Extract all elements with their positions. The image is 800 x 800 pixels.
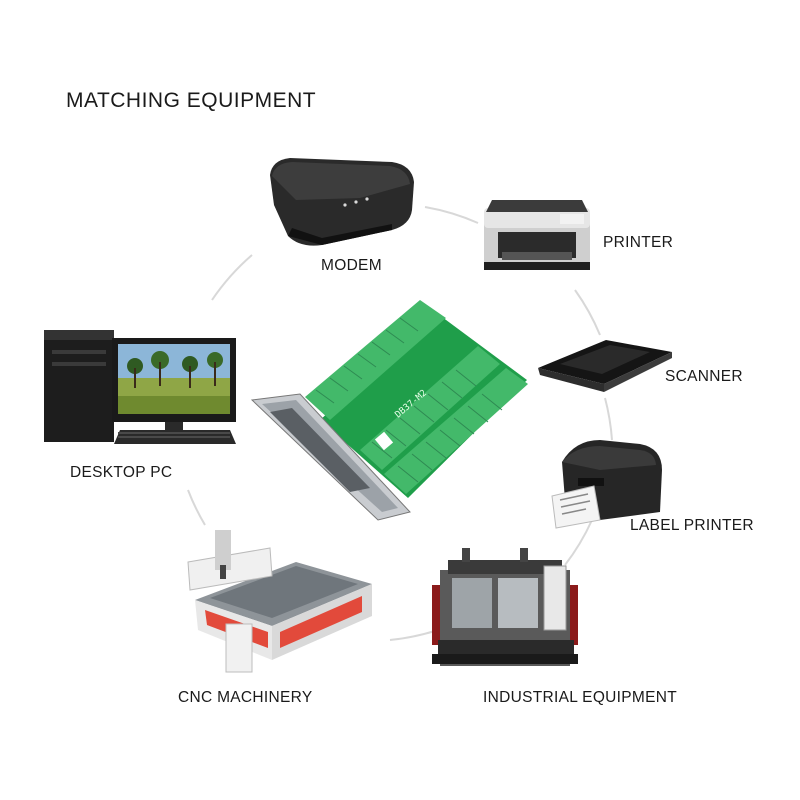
label-printer: PRINTER [603,234,674,251]
cnc-machine-icon [187,530,372,673]
scanner-icon [538,340,672,392]
label-modem: MODEM [321,257,382,274]
label-desktop-pc: DESKTOP PC [70,464,173,481]
connection-ring [187,206,613,641]
label-cnc-machinery: CNC MACHINERY [178,689,313,706]
industrial-equipment-icon [432,548,578,666]
label-industrial-equipment: INDUSTRIAL EQUIPMENT [483,689,678,706]
page-title: MATCHING EQUIPMENT [66,89,317,112]
label-printer-icon [551,440,662,529]
desktop-pc-icon [44,330,236,444]
printer-icon [484,200,590,270]
label-label-printer: LABEL PRINTER [630,517,754,534]
modem-icon [270,158,414,246]
label-scanner: SCANNER [665,368,743,385]
db37-terminal-board: DB37-M2 [250,300,528,521]
